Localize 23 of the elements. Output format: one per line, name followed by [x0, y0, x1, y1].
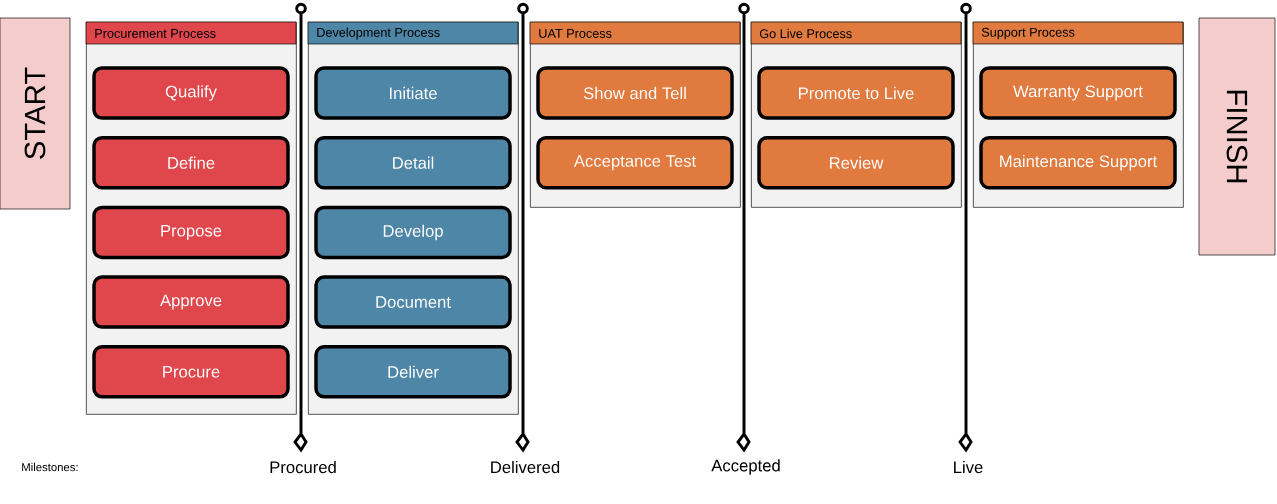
- process-box: Warranty Support: [979, 66, 1177, 120]
- process-box: Maintenance Support: [979, 135, 1177, 190]
- terminal-box: START: [0, 17, 71, 210]
- process-box: Approve: [92, 275, 290, 329]
- process-box: Detail: [314, 135, 512, 190]
- milestone-label: Procured: [270, 460, 336, 474]
- milestone-label: Live: [954, 460, 983, 474]
- process-box: Promote to Live: [757, 66, 955, 120]
- process-box: Acceptance Test: [536, 135, 734, 190]
- process-box: Procure: [92, 345, 290, 399]
- milestone-label: Delivered: [491, 460, 560, 474]
- process-box: Show and Tell: [536, 66, 734, 120]
- process-box: Propose: [92, 205, 290, 260]
- process-box: Qualify: [92, 66, 290, 120]
- process-box: Develop: [314, 205, 512, 260]
- process-box: Review: [757, 135, 955, 190]
- process-box: Define: [92, 135, 290, 190]
- process-box: Initiate: [314, 66, 512, 120]
- milestone-label: Accepted: [711, 459, 780, 475]
- process-box: Document: [314, 275, 512, 329]
- terminal-box: FINISH: [1198, 17, 1276, 256]
- process-box: Deliver: [314, 345, 512, 399]
- heading-text: Milestones:: [22, 462, 78, 472]
